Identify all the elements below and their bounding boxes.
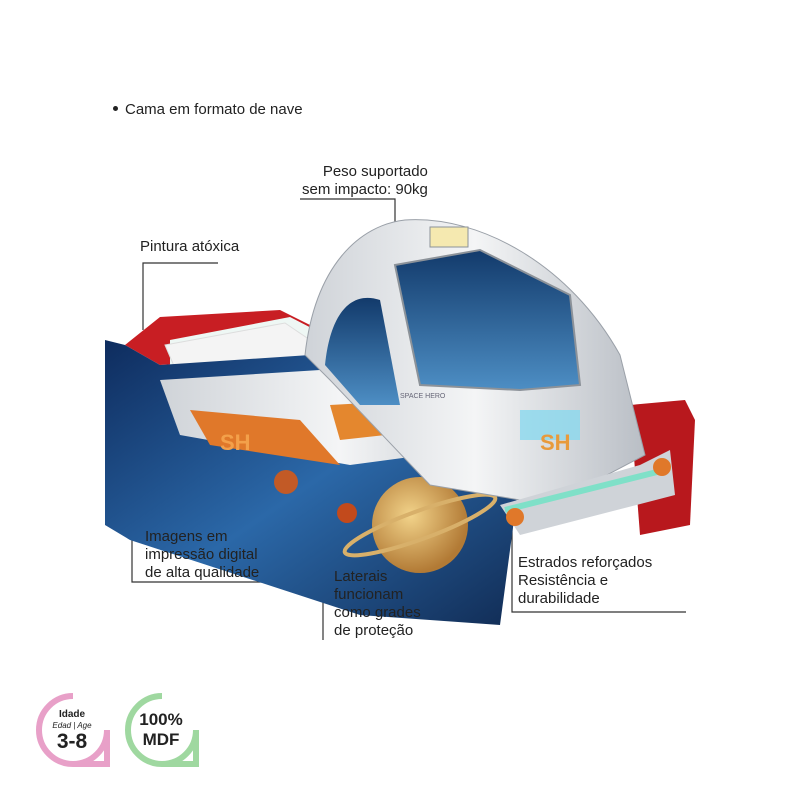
age-badge: Idade Edad | Age 3-8 xyxy=(35,692,115,772)
cockpit-label: SPACE HERO xyxy=(400,393,446,400)
mdf-badge: 100% MDF xyxy=(124,692,204,772)
callout-line-weight xyxy=(300,198,396,222)
bullet-dot xyxy=(113,106,118,112)
mdf-badge-percent: 100% xyxy=(139,710,183,729)
callout-slats-line-2: Resistência e xyxy=(518,572,609,589)
spaceship-bed-illustration: SH SH SPACE HERO xyxy=(105,219,695,625)
feature-bullet: Cama em formato de nave xyxy=(113,101,303,119)
callout-images-line-1: Imagens em xyxy=(145,528,228,545)
callout-sides-line-2: funcionam xyxy=(334,586,404,603)
callout-sides-line-4: de proteção xyxy=(334,622,414,639)
callout-paint: Pintura atóxica xyxy=(140,238,239,256)
callout-sides-line-3: como grades xyxy=(334,604,421,621)
callout-sides-line-1: Laterais xyxy=(334,568,388,585)
age-badge-ring xyxy=(36,693,110,767)
side-logo: SH xyxy=(220,430,251,455)
callout-weight-line-1: Peso suportado xyxy=(322,163,428,180)
callout-images: Imagens em impressão digital de alta qua… xyxy=(145,528,259,582)
callout-slats-line-1: Estrados reforçados xyxy=(518,554,653,571)
callout-line-slats xyxy=(511,500,686,613)
callout-images-line-2: impressão digital xyxy=(145,546,258,563)
age-badge-title: Idade xyxy=(58,709,86,720)
callout-weight: Peso suportado sem impacto: 90kg xyxy=(302,163,428,199)
callout-images-line-3: de alta qualidade xyxy=(145,564,260,581)
age-badge-subtitle: Edad | Age xyxy=(52,721,92,730)
callout-paint-text: Pintura atóxica xyxy=(140,238,240,255)
feature-bullet-text: Cama em formato de nave xyxy=(125,101,303,118)
mdf-badge-material: MDF xyxy=(142,730,180,749)
callout-weight-line-2: sem impacto: 90kg xyxy=(302,181,428,198)
age-badge-value: 3-8 xyxy=(56,730,88,753)
callout-slats-line-3: durabilidade xyxy=(518,590,600,607)
mdf-badge-ring xyxy=(125,693,199,767)
nose-logo: SH xyxy=(540,430,571,455)
callout-line-paint xyxy=(142,262,218,330)
callout-sides: Laterais funcionam como grades de proteç… xyxy=(334,568,421,640)
callout-slats: Estrados reforçados Resistência e durabi… xyxy=(518,554,652,608)
